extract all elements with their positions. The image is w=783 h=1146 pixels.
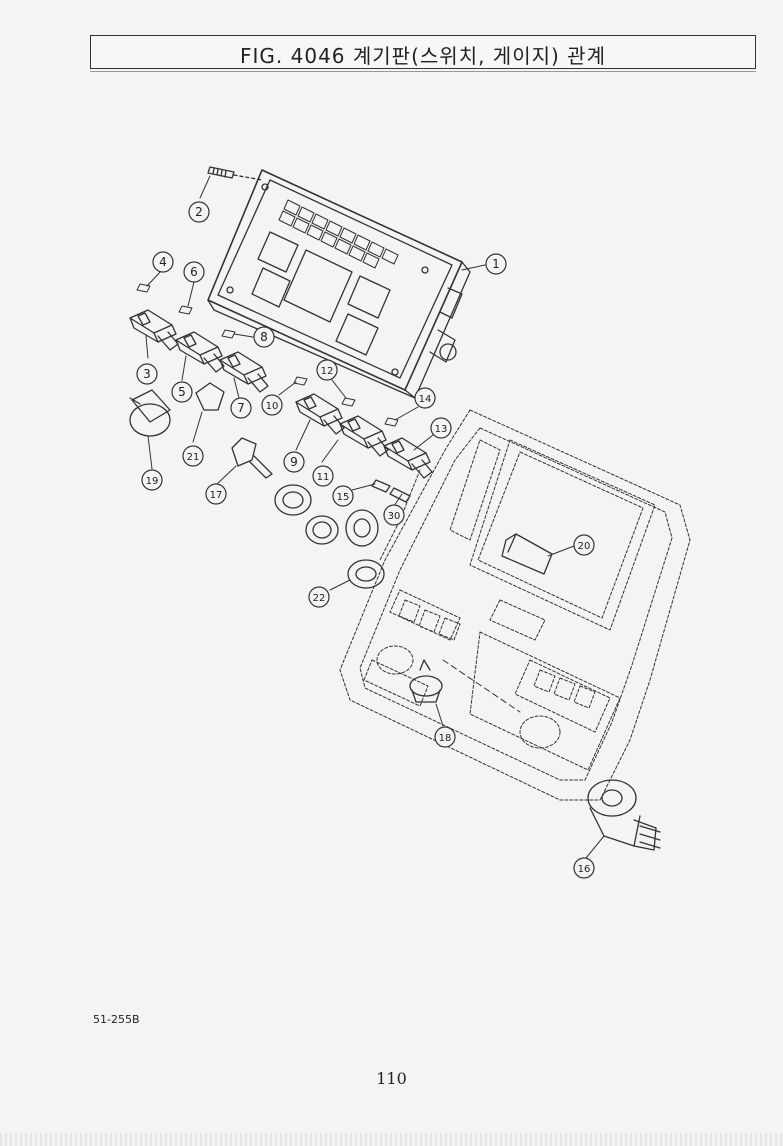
callout-label: 20 [578,541,591,552]
callout-circle [261,394,283,416]
rocker-switch-9 [295,393,345,435]
callout-label: 15 [337,492,350,503]
rocker-switch-11 [339,415,389,457]
callout-label: 9 [290,455,298,469]
callout-circle [312,465,334,487]
callout-label: 30 [388,511,401,522]
callout-label: 14 [419,394,432,405]
console-frame-outline [339,409,691,801]
callout-circle [188,201,210,223]
callout-14: 14 [414,387,436,409]
callout-circle [152,251,174,273]
callout-label: 2 [195,205,203,219]
callout-label: 10 [266,401,279,412]
callout-circle [434,726,456,748]
callout-circle [205,483,227,505]
callout-1: 1 [485,253,507,275]
rocker-switches [129,309,433,479]
callout-17: 17 [205,483,227,505]
rotary-knob-part-19 [129,389,171,437]
lamp-part-20 [501,533,553,575]
callout-circle [253,326,275,348]
figure-title: FIG. 4046 계기판(스위치, 게이지) 관계 [240,44,606,68]
callout-19: 19 [141,469,163,491]
callout-circle [183,261,205,283]
rocker-switch-13 [383,437,433,479]
callout-label: 22 [313,593,326,604]
callout-label: 7 [237,401,245,415]
callout-label: 8 [260,330,268,344]
callout-21: 21 [182,445,204,467]
callout-30: 30 [383,504,405,526]
sender-part-18 [409,659,443,703]
callout-circle [573,857,595,879]
callout-circle [308,586,330,608]
callout-label: 21 [187,452,200,463]
key-part-17 [231,437,273,479]
callout-15: 15 [332,485,354,507]
callout-label: 1 [492,257,500,271]
callout-8: 8 [253,326,275,348]
callout-label: 5 [178,385,186,399]
callout-circle [332,485,354,507]
callout-16: 16 [573,857,595,879]
callout-18: 18 [434,726,456,748]
lens-pads [136,283,399,427]
callout-3: 3 [136,363,158,385]
callout-label: 12 [321,366,334,377]
leader-lines [145,175,605,859]
callout-circle [136,363,158,385]
callout-11: 11 [312,465,334,487]
ignition-switch-part-16 [587,779,661,851]
callout-label: 4 [159,255,167,269]
callout-22: 22 [308,586,330,608]
callout-circle [283,451,305,473]
callout-label: 18 [439,733,452,744]
callout-label: 17 [210,490,223,501]
callout-circle [230,397,252,419]
callout-label: 13 [435,424,448,435]
callout-label: 11 [317,472,330,483]
callout-circle [171,381,193,403]
callout-label: 3 [143,367,151,381]
rocker-switch-5 [175,331,225,373]
callout-circle [485,253,507,275]
rocker-switch-7 [219,351,269,393]
callout-12: 12 [316,359,338,381]
callout-circle [414,387,436,409]
callout-9: 9 [283,451,305,473]
callout-7: 7 [230,397,252,419]
callout-10: 10 [261,394,283,416]
instrument-cluster-part-1 [207,169,471,399]
callout-circle [430,417,452,439]
title-underline [90,71,756,72]
rocker-switch-3 [129,309,179,351]
scan-edge [0,1133,783,1146]
callout-6: 6 [183,261,205,283]
callout-13: 13 [430,417,452,439]
callout-circle [383,504,405,526]
screw-part-2 [207,166,263,181]
callout-2: 2 [188,201,210,223]
callout-label: 19 [146,476,159,487]
figure-title-box: FIG. 4046 계기판(스위치, 게이지) 관계 [90,35,756,69]
blank-cover-part-21 [195,382,225,411]
ignition-rings [274,479,411,589]
callout-circle [573,534,595,556]
callout-circle [141,469,163,491]
callout-label: 16 [578,864,591,875]
page-number: 110 [376,1069,407,1088]
drawing-code: 51-255B [93,1013,140,1026]
callout-circle [182,445,204,467]
callout-20: 20 [573,534,595,556]
callout-5: 5 [171,381,193,403]
callout-circle [316,359,338,381]
callout-4: 4 [152,251,174,273]
callout-label: 6 [190,265,198,279]
